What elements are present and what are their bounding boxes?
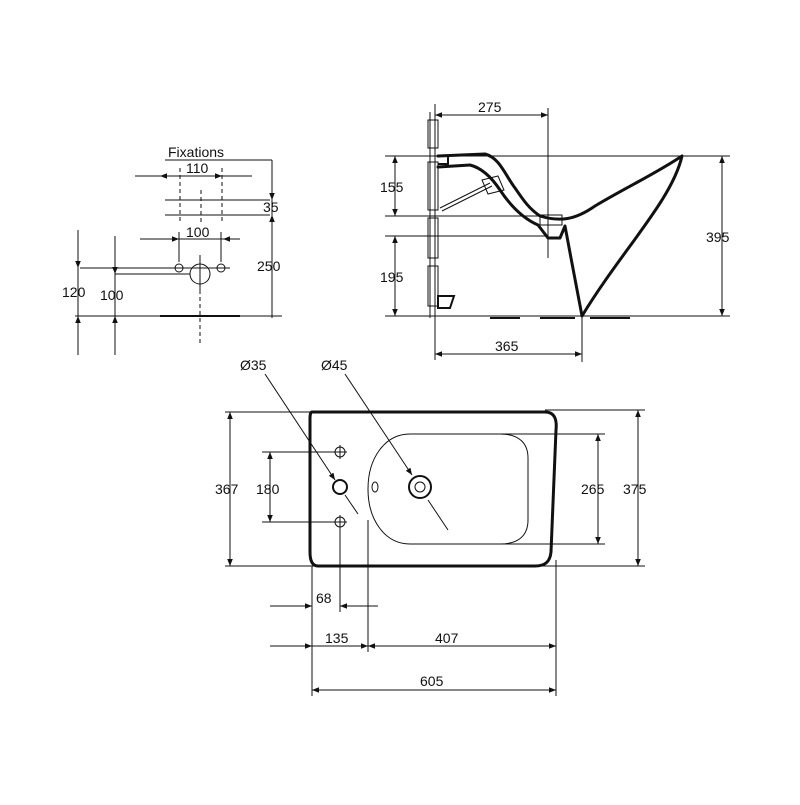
dim-265: 265 [581,481,605,497]
dim-275: 275 [478,99,502,115]
dim-605: 605 [420,673,444,689]
fixings-view: Fixations 110 35 100 [62,144,282,355]
dim-135: 135 [325,630,349,646]
side-view: 275 155 195 395 365 [380,99,730,362]
dim-110: 110 [186,160,209,176]
dim-407: 407 [435,630,459,646]
dim-365: 365 [495,338,519,354]
dim-dia-45: Ø45 [321,357,348,373]
dim-35: 35 [263,199,279,215]
dim-367: 367 [215,481,239,497]
dim-100-vertical: 100 [100,287,124,303]
dim-120: 120 [62,284,86,300]
bidet-profile [436,152,684,318]
dim-180: 180 [256,481,280,497]
dim-195: 195 [380,269,404,285]
bidet-bowl [367,433,529,545]
dim-395: 395 [706,229,730,245]
dim-100-horizontal: 100 [186,224,210,240]
dim-375: 375 [623,481,647,497]
dim-155: 155 [380,179,404,195]
waste-hole-45 [408,475,432,499]
dim-250: 250 [257,258,281,274]
dim-dia-35: Ø35 [240,357,267,373]
fixings-label: Fixations [168,144,224,160]
dim-68: 68 [316,590,332,606]
top-view: Ø35 Ø45 367 180 265 375 68 [215,357,647,696]
tap-hole-35 [332,479,348,495]
